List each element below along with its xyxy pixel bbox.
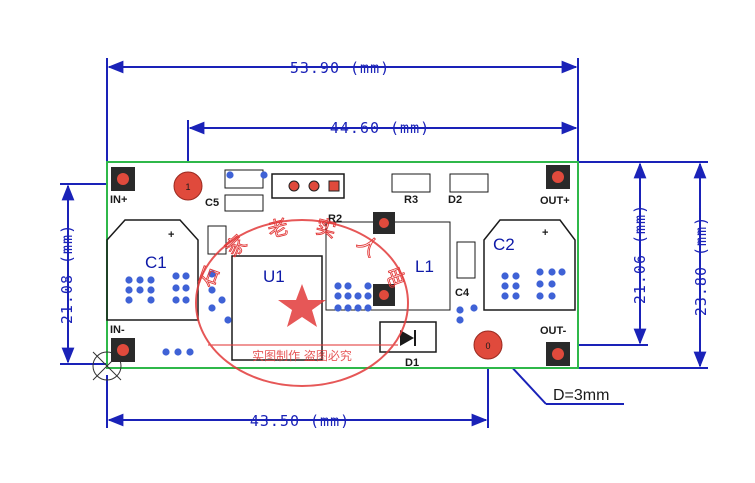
via-pad	[536, 292, 544, 300]
via-pad	[208, 286, 216, 294]
via-pad	[186, 348, 194, 356]
label-r3: R3	[404, 194, 418, 206]
dim-inner-width: 44.60 (mm)	[330, 119, 430, 137]
via-pad	[147, 296, 155, 304]
label-r2: R2	[328, 213, 342, 225]
via-pad	[125, 286, 133, 294]
via-pad	[512, 272, 520, 280]
via-pad	[226, 171, 234, 179]
via-pad	[334, 282, 342, 290]
via-pad	[344, 282, 352, 290]
ic-u1	[231, 255, 323, 361]
via-pad	[354, 304, 362, 312]
label-c4: C4	[455, 287, 470, 299]
label-u1: U1	[263, 267, 285, 286]
dim-bottom-width: 43.50 (mm)	[250, 412, 350, 430]
via-pad	[548, 280, 556, 288]
capacitor-c2	[483, 219, 576, 311]
svg-text:1: 1	[185, 182, 190, 192]
via-pad	[501, 292, 509, 300]
via-pad	[470, 304, 478, 312]
via-pad	[162, 348, 170, 356]
via-pad	[172, 296, 180, 304]
label-d2: D2	[448, 194, 462, 206]
via-pad	[125, 276, 133, 284]
via-pad	[174, 348, 182, 356]
c2-polarity: +	[542, 227, 548, 239]
label-d1: D1	[405, 357, 419, 369]
via-pad	[147, 276, 155, 284]
label-c1: C1	[145, 253, 167, 272]
via-pad	[147, 286, 155, 294]
header-connector	[271, 173, 345, 199]
diode-d2	[449, 173, 489, 193]
label-c2: C2	[493, 235, 515, 254]
via-pad	[456, 316, 464, 324]
via-pad	[136, 286, 144, 294]
watermark-bottom-text: 实图制作 盗图必究	[252, 348, 352, 363]
via-pad	[354, 292, 362, 300]
capacitor-c5	[224, 169, 264, 212]
label-in-minus: IN-	[110, 324, 125, 336]
diode-d1	[379, 321, 437, 353]
capacitor-c1	[106, 219, 199, 321]
via-pad	[536, 268, 544, 276]
hole-diameter-label: D=3mm	[553, 387, 609, 404]
label-out-plus: OUT+	[540, 195, 570, 207]
svg-text:0: 0	[485, 341, 490, 351]
via-pad	[536, 280, 544, 288]
pad-out-minus	[546, 342, 570, 366]
crosshair-mark	[92, 351, 122, 381]
mounting-hole-left: 1	[173, 171, 203, 201]
via-pad	[364, 282, 372, 290]
via-pad	[182, 272, 190, 280]
via-pad	[501, 272, 509, 280]
via-pad	[364, 304, 372, 312]
via-pad	[512, 292, 520, 300]
via-pad	[125, 296, 133, 304]
via-pad	[548, 268, 556, 276]
via-pad	[558, 268, 566, 276]
dim-right-inner-height: 21.06 (mm)	[631, 204, 649, 304]
dim-right-outer-height: 23.80 (mm)	[692, 216, 710, 316]
via-pad	[260, 171, 268, 179]
label-c5: C5	[205, 197, 219, 209]
via-pad	[224, 316, 232, 324]
via-pad	[218, 296, 226, 304]
via-pad	[512, 282, 520, 290]
via-pad	[456, 306, 464, 314]
dim-left-height: 21.08 (mm)	[58, 224, 76, 324]
via-pad	[208, 304, 216, 312]
capacitor-c4	[456, 241, 476, 279]
pad-in-minus	[111, 338, 135, 362]
via-pad	[208, 270, 216, 278]
via-pad	[364, 292, 372, 300]
via-pad	[182, 296, 190, 304]
resistor-r3	[391, 173, 431, 193]
via-array	[125, 171, 566, 356]
via-pad	[172, 272, 180, 280]
pad-in-plus	[111, 167, 135, 191]
via-pad	[548, 292, 556, 300]
via-pad	[344, 292, 352, 300]
label-out-minus: OUT-	[540, 325, 567, 337]
via-pad	[344, 304, 352, 312]
via-pad	[334, 292, 342, 300]
label-l1: L1	[415, 257, 434, 276]
inductor-l1	[325, 212, 451, 311]
via-pad	[182, 284, 190, 292]
via-pad	[172, 284, 180, 292]
mounting-hole-right: 0	[473, 330, 503, 360]
c1-polarity: +	[168, 229, 174, 241]
label-in-plus: IN+	[110, 194, 127, 206]
via-pad	[334, 304, 342, 312]
via-pad	[501, 282, 509, 290]
pad-out-plus	[546, 165, 570, 189]
dim-top-width: 53.90 (mm)	[290, 59, 390, 77]
via-pad	[136, 276, 144, 284]
watermark-seal: 实图制作 盗图必究	[195, 219, 409, 387]
